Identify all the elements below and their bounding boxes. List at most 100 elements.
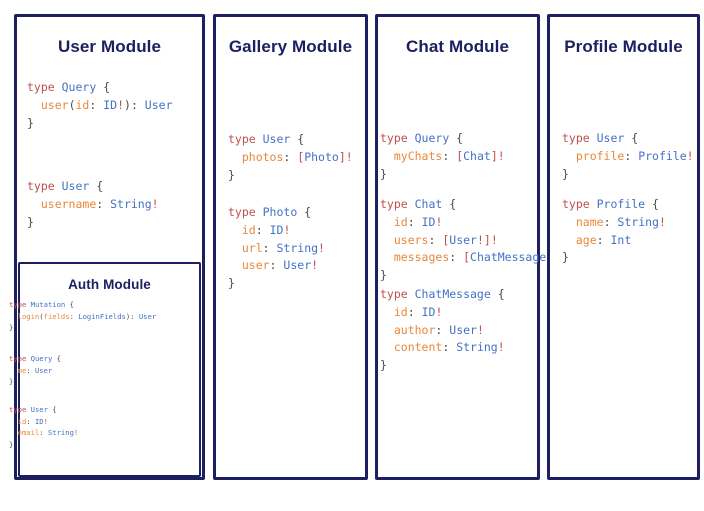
code-line: type Mutation { (9, 299, 156, 311)
code-token: Query (414, 131, 450, 145)
code-line: type Profile { (562, 196, 666, 214)
code-token: : (262, 240, 277, 255)
code-line: } (9, 439, 78, 451)
code-token: } (562, 250, 569, 265)
code-token: : (255, 222, 270, 237)
code-token: ! (658, 214, 666, 229)
code-token: type (380, 197, 415, 211)
code-line: type Query { (380, 130, 505, 148)
code-token: ): (125, 311, 139, 321)
code-token: } (380, 358, 387, 373)
code-token: { (490, 287, 505, 301)
code-token: Photo (262, 205, 298, 219)
code-block-gallery-type-photo: type Photo { id: ID! url: String! user: … (228, 204, 325, 293)
code-token: } (9, 323, 14, 333)
code-token: ! (283, 222, 291, 237)
panel-chat-module: Chat Module (375, 14, 540, 480)
panel-title-chat-module: Chat Module (405, 37, 510, 56)
code-line: } (562, 166, 694, 184)
code-token: : (449, 250, 464, 265)
code-line: } (27, 115, 173, 133)
code-token: : (428, 232, 443, 247)
code-line: } (380, 357, 505, 375)
code-token (562, 149, 576, 163)
code-token: Query (61, 80, 97, 94)
code-token: ! (435, 304, 443, 319)
code-line: id: ID! (380, 304, 505, 322)
code-token: ID (421, 214, 436, 229)
code-token (380, 250, 394, 264)
code-block-auth-query: type Query { me: User} (9, 353, 61, 388)
panel-title-user-module: User Module (57, 37, 162, 56)
code-token: Mutation (30, 300, 66, 309)
code-token: : (283, 149, 298, 164)
code-token (27, 98, 41, 112)
code-token: ! (73, 428, 79, 438)
code-token (27, 197, 41, 211)
code-line: user: User! (228, 257, 325, 275)
code-line: id: ID! (380, 214, 560, 232)
code-token: } (27, 115, 34, 130)
code-token: email (17, 428, 40, 438)
code-token: : (269, 258, 284, 273)
code-token: type (9, 300, 31, 309)
code-token: : (26, 365, 35, 375)
code-token: User (596, 131, 625, 145)
code-token: ID (103, 97, 118, 112)
code-token: photos (241, 149, 284, 164)
code-token: : (603, 214, 618, 229)
code-token: { (645, 197, 659, 211)
code-line: name: String! (562, 214, 666, 232)
code-line: content: String! (380, 339, 505, 357)
code-token (562, 215, 576, 229)
code-token: String (456, 340, 498, 355)
code-token: Int (610, 232, 632, 247)
code-token: name (575, 214, 604, 229)
code-token (9, 366, 18, 375)
code-line: email: String! (9, 427, 79, 439)
code-token: fields (43, 311, 70, 321)
code-line: } (9, 322, 156, 334)
code-line: } (27, 214, 159, 232)
code-token: Chat (414, 197, 443, 211)
code-token: : (407, 214, 422, 229)
code-line: messages: [ChatMessage]! (380, 249, 560, 267)
code-line: } (228, 167, 353, 185)
code-token: { (96, 80, 111, 94)
code-token: String (617, 214, 659, 229)
code-token: type (562, 197, 597, 211)
code-token: ! (43, 416, 48, 426)
code-token: id (17, 416, 27, 426)
code-token: myChats (393, 148, 443, 163)
code-token: Query (30, 354, 53, 363)
code-token: type (27, 80, 62, 94)
code-token: type (562, 131, 597, 145)
code-token: ] (338, 149, 346, 164)
code-line: age: Int (562, 232, 666, 250)
code-token: ! (311, 258, 319, 273)
code-token: [ (297, 149, 305, 164)
panel-title-auth-module: Auth Module (68, 277, 151, 292)
code-token: } (228, 167, 235, 182)
code-token: me (17, 365, 27, 375)
code-token: User (138, 311, 157, 321)
code-token: ChatMessage (414, 287, 491, 301)
code-token: { (297, 205, 312, 219)
code-token (9, 428, 18, 437)
code-line: type ChatMessage { (380, 286, 505, 304)
code-line: myChats: [Chat]! (380, 148, 505, 166)
code-token: ! (117, 97, 125, 112)
code-line: photos: [Photo]! (228, 149, 353, 167)
code-line: id: ID! (9, 416, 78, 428)
code-token: ! (476, 322, 484, 337)
code-token (9, 417, 18, 426)
code-token (228, 241, 242, 255)
code-line: type User { (27, 178, 159, 196)
code-line: users: [User!]! (380, 232, 560, 250)
code-token: url (241, 240, 263, 255)
code-block-profile-type-user: type User { profile: Profile!} (562, 130, 694, 183)
code-token: ! (435, 214, 443, 229)
code-token: : (442, 340, 457, 355)
code-token: : (69, 311, 79, 321)
